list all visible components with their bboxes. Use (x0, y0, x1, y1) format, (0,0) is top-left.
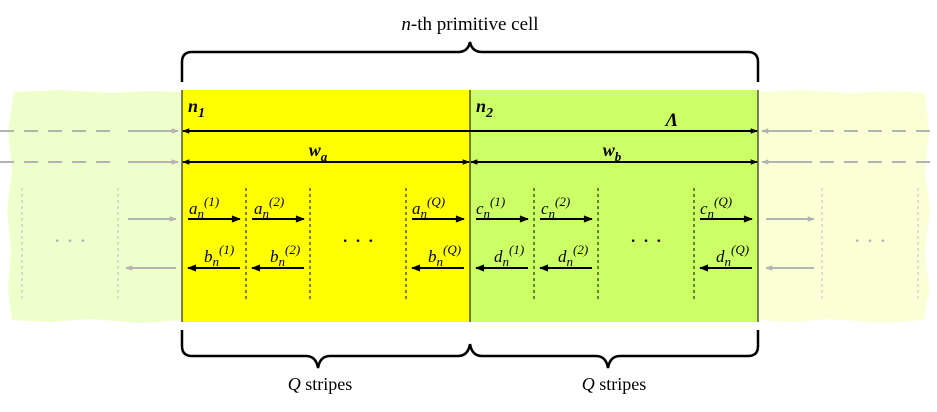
n2-label: n2 (476, 96, 493, 121)
mode-label-d1: dn(1) (494, 242, 524, 269)
mode-arrows (187, 215, 753, 272)
faded-guides (0, 128, 937, 271)
mode-label-bQ: bn(Q) (428, 242, 461, 269)
mode-label-c1: cn(1) (476, 194, 505, 221)
mode-labels: an(1) an(2) an(Q) bn(1) bn(2) bn(Q) cn(1… (189, 194, 749, 269)
mode-label-b1: bn(1) (204, 242, 234, 269)
ellipsis-faded-right: · · · (854, 228, 887, 253)
mode-label-c2: cn(2) (541, 194, 570, 221)
stripes-label-b: Q stripes (582, 374, 647, 394)
width-b-label: wb (603, 140, 622, 164)
period-label: Λ (664, 110, 679, 131)
mode-label-a2: an(2) (254, 194, 284, 221)
faded-stripe-dividers (21, 188, 919, 300)
width-a-label: wa (309, 140, 328, 164)
ellipsis-b: · · · (630, 228, 663, 253)
ellipsis-a: · · · (342, 228, 375, 253)
faded-region-left (7, 90, 182, 323)
n1-label: n1 (188, 96, 205, 121)
ellipsis-faded-left: · · · (54, 228, 87, 253)
title-label: n-th primitive cell (401, 14, 538, 35)
mode-label-aQ: an(Q) (412, 194, 445, 221)
mode-label-a1: an(1) (189, 194, 219, 221)
mode-label-b2: bn(2) (270, 242, 300, 269)
top-brace (180, 41, 760, 82)
bottom-brace-a (180, 330, 472, 369)
bottom-brace-b (468, 330, 760, 369)
faded-region-right (758, 90, 930, 323)
mode-label-cQ: cn(Q) (700, 194, 732, 221)
stripes-label-a: Q stripes (288, 374, 353, 394)
mode-label-dQ: dn(Q) (716, 242, 749, 269)
mode-label-d2: dn(2) (558, 242, 588, 269)
stripe-dividers (245, 188, 695, 300)
